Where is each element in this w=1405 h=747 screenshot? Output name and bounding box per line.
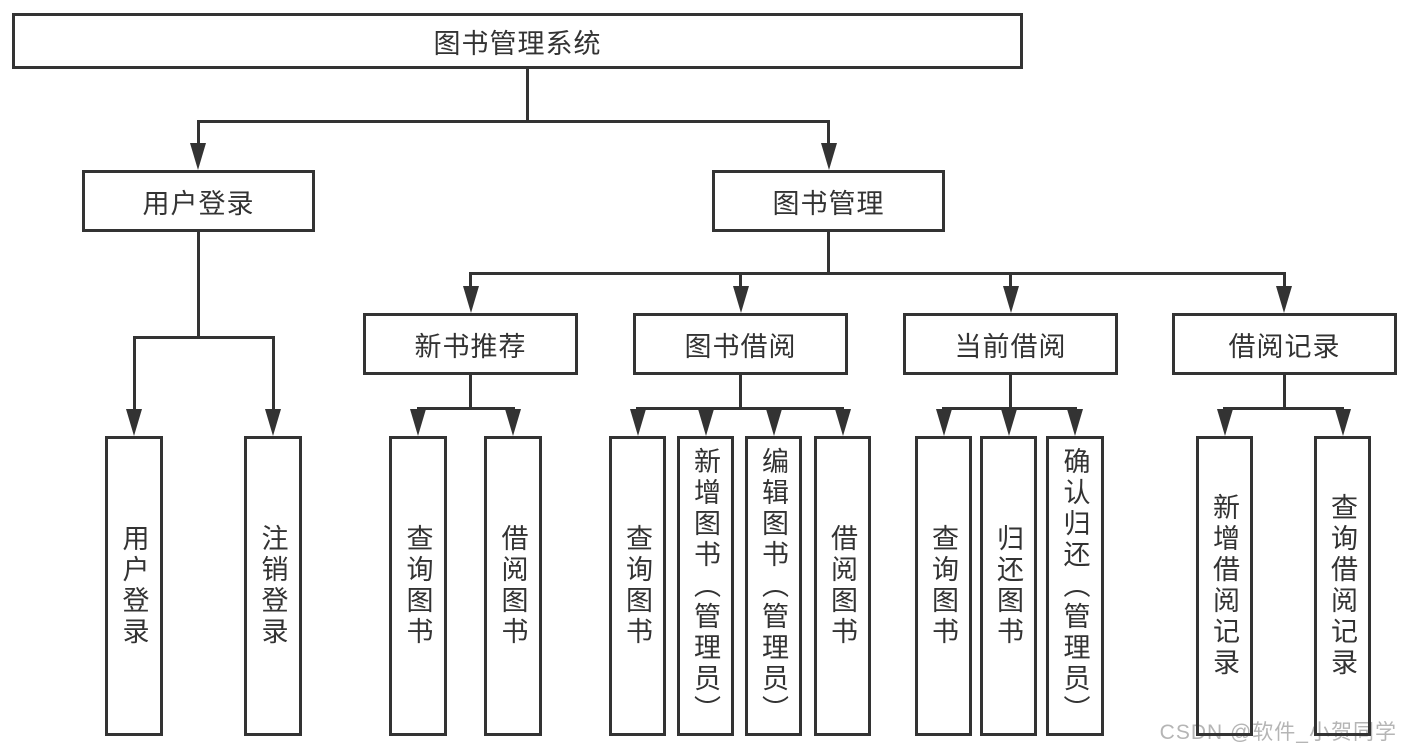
node-book-management-label: 图书管理 (772, 188, 885, 219)
leaf-label: 归还图书 (993, 524, 1023, 648)
connector-line (132, 336, 275, 339)
node-book-management: 图书管理 (712, 170, 945, 232)
arrowhead-down-icon (190, 143, 206, 170)
arrowhead-down-icon (1216, 409, 1233, 436)
leaf-rec-query-books: 查询图书 (389, 436, 447, 736)
leaf-label: 编辑图书（管理员） (758, 446, 788, 726)
leaf-label: 查询借阅记录 (1327, 493, 1357, 679)
leaf-br-query-record: 查询借阅记录 (1314, 436, 1371, 736)
arrowhead-down-icon (935, 409, 952, 436)
arrowhead-down-icon (265, 409, 281, 436)
connector-line (469, 272, 472, 289)
node-book-borrow-label: 图书借阅 (684, 331, 797, 362)
leaf-label: 查询图书 (928, 524, 958, 648)
arrowhead-down-icon (462, 286, 479, 313)
connector-line (197, 120, 830, 123)
arrowhead-down-icon (629, 409, 646, 436)
leaf-label: 用户登录 (118, 524, 149, 648)
arrowhead-down-icon (765, 409, 782, 436)
arrowhead-down-icon (505, 409, 521, 436)
connector-line (271, 336, 275, 412)
connector-line (739, 272, 742, 289)
arrowhead-down-icon (1067, 409, 1083, 436)
leaf-label: 新增借阅记录 (1209, 493, 1239, 679)
leaf-cb-return-books: 归还图书 (980, 436, 1037, 736)
node-current-borrow-label: 当前借阅 (954, 331, 1067, 362)
connector-line (1282, 272, 1286, 289)
leaf-cb-confirm-return-admin: 确认归还（管理员） (1046, 436, 1104, 736)
connector-line (469, 375, 472, 409)
leaf-label: 新增图书（管理员） (690, 446, 720, 726)
connector-line (827, 120, 830, 148)
connector-line (196, 120, 200, 148)
leaf-cb-query-books: 查询图书 (915, 436, 972, 736)
arrowhead-down-icon (1276, 286, 1292, 313)
node-root: 图书管理系统 (12, 13, 1023, 69)
connector-line (1223, 407, 1344, 410)
node-current-borrow: 当前借阅 (903, 313, 1118, 375)
node-user-login-label: 用户登录 (142, 188, 255, 219)
connector-line (636, 407, 844, 410)
node-root-label: 图书管理系统 (433, 28, 602, 59)
watermark: CSDN @软件_小贺同学 (1159, 721, 1397, 744)
connector-line (416, 407, 515, 410)
node-borrow-records-label: 借阅记录 (1228, 331, 1341, 362)
leaf-br-add-record: 新增借阅记录 (1196, 436, 1253, 736)
leaf-label: 确认归还（管理员） (1059, 446, 1090, 726)
leaf-bb-query-books: 查询图书 (609, 436, 666, 736)
node-book-borrow: 图书借阅 (633, 313, 848, 375)
connector-line (525, 69, 529, 120)
leaf-label: 注销登录 (257, 524, 288, 648)
leaf-label: 借阅图书 (497, 524, 528, 648)
arrowhead-down-icon (1000, 409, 1017, 436)
connector-line (827, 232, 830, 275)
arrowhead-down-icon (1334, 409, 1351, 436)
connector-line (1009, 272, 1012, 289)
node-user-login: 用户登录 (82, 170, 315, 232)
node-borrow-records: 借阅记录 (1172, 313, 1397, 375)
connector-line (196, 232, 200, 339)
arrowhead-down-icon (834, 409, 851, 436)
connector-line (1009, 375, 1012, 409)
arrowhead-down-icon (820, 143, 837, 170)
leaf-label: 查询图书 (622, 524, 652, 648)
arrowhead-down-icon (697, 409, 714, 436)
leaf-user-login: 用户登录 (105, 436, 163, 736)
connector-line (739, 375, 742, 409)
leaf-bb-borrow-books: 借阅图书 (814, 436, 871, 736)
arrowhead-down-icon (410, 409, 426, 436)
leaf-label: 查询图书 (402, 524, 433, 648)
leaf-logout: 注销登录 (244, 436, 302, 736)
leaf-label: 借阅图书 (827, 524, 857, 648)
connector-line (469, 272, 1285, 275)
connector-line (132, 336, 136, 412)
leaf-bb-edit-books-admin: 编辑图书（管理员） (745, 436, 802, 736)
arrowhead-down-icon (1002, 286, 1019, 313)
leaf-rec-borrow-books: 借阅图书 (484, 436, 542, 736)
node-new-book-recommend: 新书推荐 (363, 313, 578, 375)
arrowhead-down-icon (126, 409, 142, 436)
node-new-book-recommend-label: 新书推荐 (414, 331, 527, 362)
arrowhead-down-icon (732, 286, 749, 313)
connector-line (1282, 375, 1286, 409)
leaf-bb-add-books-admin: 新增图书（管理员） (677, 436, 734, 736)
